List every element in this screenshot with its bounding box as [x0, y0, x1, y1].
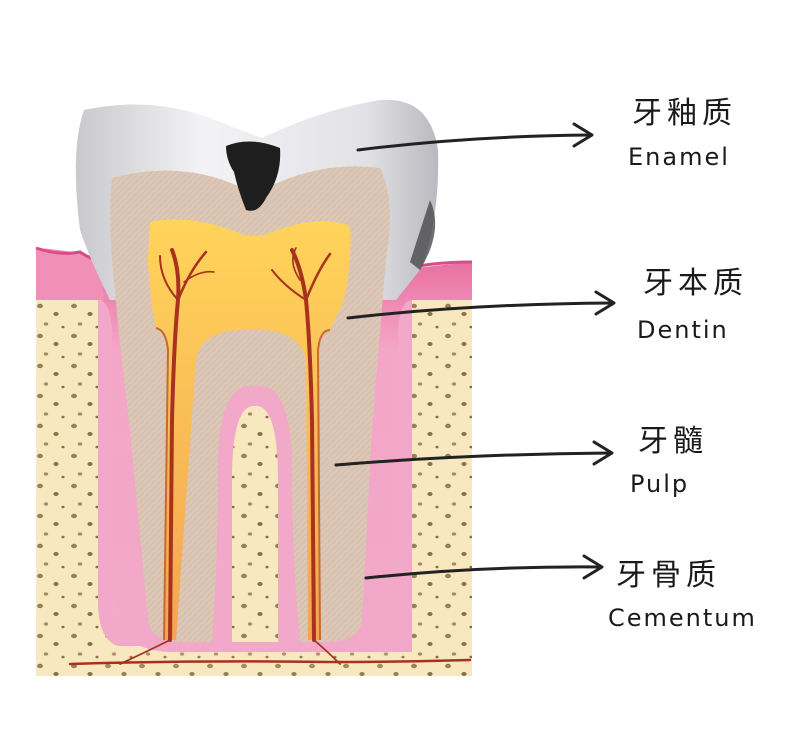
label-enamel-en: Enamel — [628, 143, 730, 171]
pointer-arrows — [334, 122, 616, 580]
label-pulp-en: Pulp — [630, 470, 690, 498]
label-dentin-en: Dentin — [637, 316, 729, 344]
label-cementum-en: Cementum — [608, 604, 757, 632]
arrow-pulp — [334, 440, 614, 467]
label-dentin-zh: 牙本质 — [643, 266, 748, 301]
label-pulp-zh: 牙髓 — [638, 424, 708, 459]
arrow-cementum — [364, 554, 604, 580]
pulp-shape — [148, 219, 351, 641]
blood-vessels — [68, 247, 472, 666]
arrow-dentin — [346, 290, 616, 320]
decay-cavity — [226, 141, 281, 211]
label-enamel-zh: 牙釉质 — [632, 96, 737, 131]
label-cementum-zh: 牙骨质 — [616, 558, 721, 593]
arrow-enamel — [356, 122, 594, 152]
